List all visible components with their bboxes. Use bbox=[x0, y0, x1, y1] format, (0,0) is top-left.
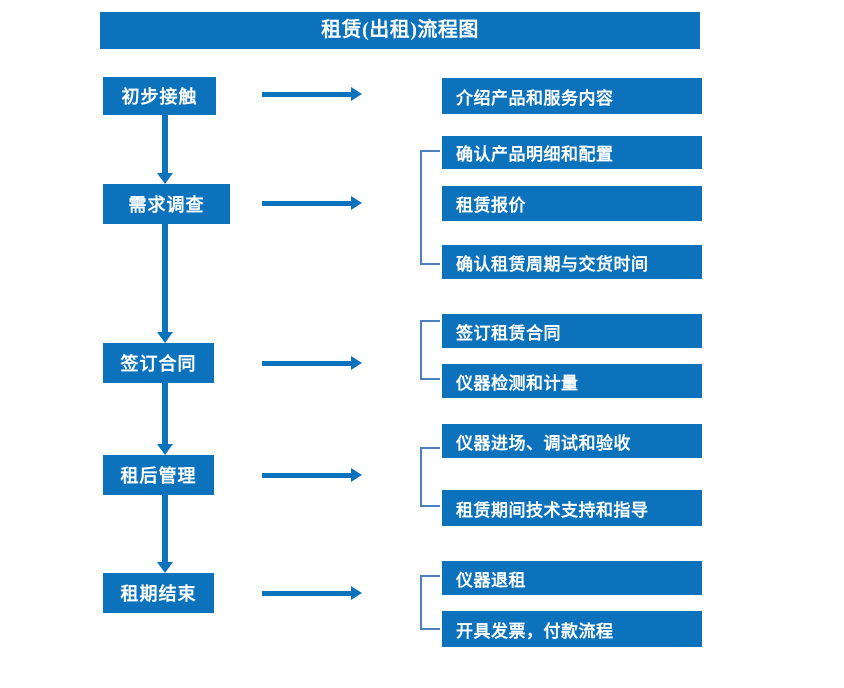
group-bracket bbox=[420, 575, 440, 630]
page-title: 租赁(出租)流程图 bbox=[100, 12, 700, 49]
arrow-shaft bbox=[262, 361, 352, 366]
stage-to-detail-arrow bbox=[262, 196, 362, 210]
detail-box-confirm-product-specs[interactable]: 确认产品明细和配置 bbox=[442, 136, 702, 169]
detail-box-sign-lease-contract[interactable]: 签订租赁合同 bbox=[442, 314, 702, 348]
arrow-head bbox=[157, 332, 173, 343]
arrow-head bbox=[351, 586, 362, 600]
flow-arrow-down bbox=[157, 224, 173, 343]
stage-box-sign-contract[interactable]: 签订合同 bbox=[103, 343, 214, 383]
stage-to-detail-arrow bbox=[262, 468, 362, 482]
stage-box-needs-survey[interactable]: 需求调查 bbox=[103, 184, 230, 224]
arrow-head bbox=[351, 196, 362, 210]
group-bracket bbox=[420, 447, 440, 507]
arrow-head bbox=[351, 87, 362, 101]
flow-arrow-down bbox=[157, 115, 173, 184]
arrow-head bbox=[351, 468, 362, 482]
arrow-shaft bbox=[262, 201, 352, 206]
stage-box-lease-end[interactable]: 租期结束 bbox=[103, 573, 214, 613]
detail-box-invoice-payment[interactable]: 开具发票，付款流程 bbox=[442, 611, 702, 647]
arrow-head bbox=[157, 173, 173, 184]
stage-to-detail-arrow bbox=[262, 586, 362, 600]
arrow-shaft bbox=[162, 115, 168, 174]
arrow-head bbox=[157, 562, 173, 573]
detail-box-introduce-products[interactable]: 介绍产品和服务内容 bbox=[442, 78, 702, 114]
stage-box-initial-contact[interactable]: 初步接触 bbox=[103, 77, 216, 115]
stage-to-detail-arrow bbox=[262, 87, 362, 101]
detail-box-instrument-onsite-commissioning[interactable]: 仪器进场、调试和验收 bbox=[442, 424, 702, 458]
flow-arrow-down bbox=[157, 383, 173, 455]
flow-arrow-down bbox=[157, 495, 173, 573]
detail-box-instrument-return[interactable]: 仪器退租 bbox=[442, 561, 702, 595]
stage-box-post-lease-management[interactable]: 租后管理 bbox=[103, 455, 214, 495]
arrow-shaft bbox=[262, 473, 352, 478]
arrow-shaft bbox=[162, 383, 168, 445]
stage-to-detail-arrow bbox=[262, 356, 362, 370]
group-bracket bbox=[420, 320, 440, 380]
arrow-shaft bbox=[162, 224, 168, 333]
detail-box-technical-support[interactable]: 租赁期间技术支持和指导 bbox=[442, 490, 702, 526]
detail-box-rental-quote[interactable]: 租赁报价 bbox=[442, 186, 702, 221]
arrow-head bbox=[351, 356, 362, 370]
detail-box-confirm-lease-period[interactable]: 确认租赁周期与交货时间 bbox=[442, 245, 702, 279]
group-bracket bbox=[420, 150, 440, 265]
arrow-shaft bbox=[262, 591, 352, 596]
arrow-head bbox=[157, 444, 173, 455]
arrow-shaft bbox=[262, 92, 352, 97]
detail-box-instrument-inspection[interactable]: 仪器检测和计量 bbox=[442, 364, 702, 398]
arrow-shaft bbox=[162, 495, 168, 563]
